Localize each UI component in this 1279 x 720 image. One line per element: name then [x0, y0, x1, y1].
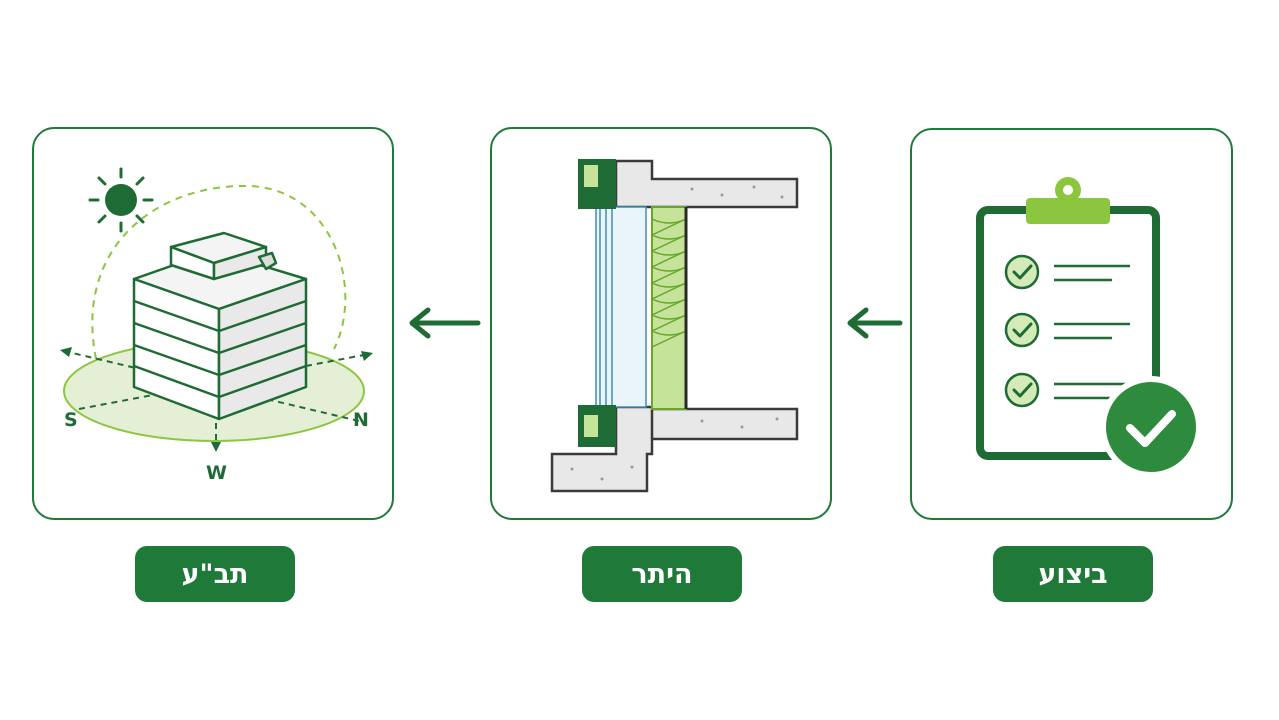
building-sun-orientation-icon: S N W — [60, 167, 373, 484]
compass-arrowheads — [60, 347, 373, 452]
sun-path-arc — [91, 184, 347, 360]
card-checklist — [910, 128, 1233, 520]
check-item — [1004, 372, 1130, 408]
clipboard-clip — [1026, 177, 1110, 224]
step-label-permit: היתר — [582, 546, 742, 602]
arrow-left-icon — [847, 307, 903, 339]
window-wall-section-icon — [550, 159, 799, 493]
top-slab — [614, 159, 799, 209]
card-building-orientation: S N W — [32, 127, 394, 520]
arrow-left-icon — [409, 307, 481, 339]
building-icon — [132, 231, 308, 421]
compass-west-label: W — [206, 462, 227, 484]
step-label-execution: ביצוע — [993, 546, 1153, 602]
check-item — [1004, 312, 1130, 348]
card-wall-section — [490, 127, 832, 520]
insulation-pattern — [650, 218, 687, 348]
compass-north-label: N — [353, 409, 369, 431]
bottom-slab — [645, 407, 799, 441]
checklist-clipboard-icon — [976, 177, 1202, 478]
check-item — [1004, 254, 1130, 290]
window-glass — [595, 206, 647, 408]
step-label-zoning-plan: תב"ע — [135, 546, 295, 602]
checklist-items — [1004, 254, 1130, 408]
sun-icon — [88, 167, 154, 233]
sill-block — [550, 405, 654, 493]
compass-south-label: S — [64, 409, 78, 431]
approved-check-icon — [1100, 376, 1202, 478]
